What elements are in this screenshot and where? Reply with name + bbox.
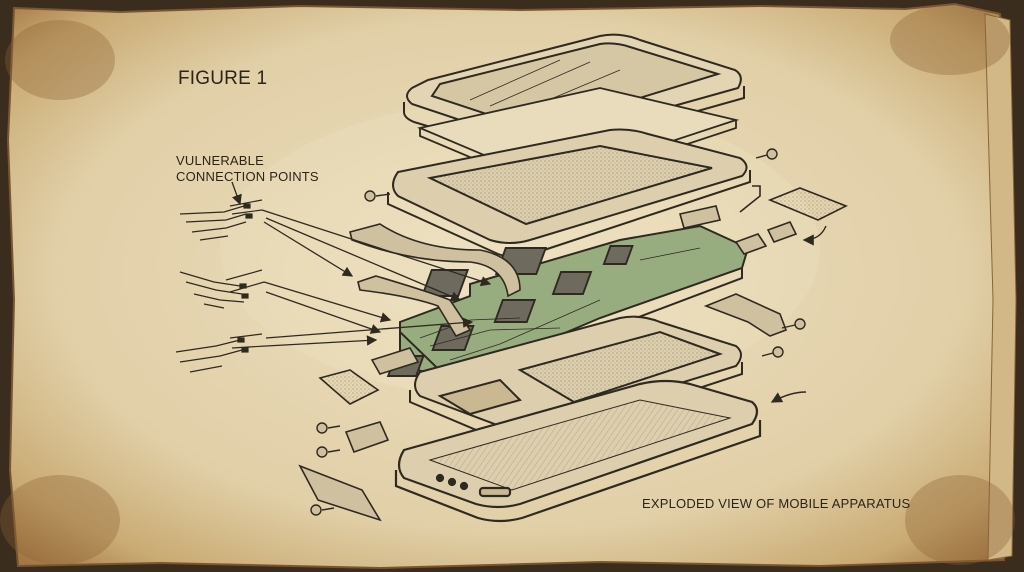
figure-title: FIGURE 1 — [178, 68, 268, 89]
page-edge — [984, 13, 1017, 561]
loose-components-left — [298, 369, 390, 522]
arrow-icon — [770, 225, 827, 403]
loose-components-right — [703, 185, 848, 337]
connection-point-sketches — [175, 199, 267, 373]
callout-label: VULNERABLE CONNECTION POINTS — [176, 153, 319, 185]
callout-arrows — [231, 181, 492, 347]
screw-icon — [310, 148, 806, 516]
figure-caption: EXPLODED VIEW OF MOBILE APPARATUS — [642, 496, 911, 511]
ribbon-cables — [349, 205, 722, 375]
callout-label-line2: CONNECTION POINTS — [176, 169, 319, 184]
back-housing — [394, 379, 762, 523]
battery-frame — [409, 315, 743, 444]
callout-label-line1: VULNERABLE — [176, 153, 264, 168]
